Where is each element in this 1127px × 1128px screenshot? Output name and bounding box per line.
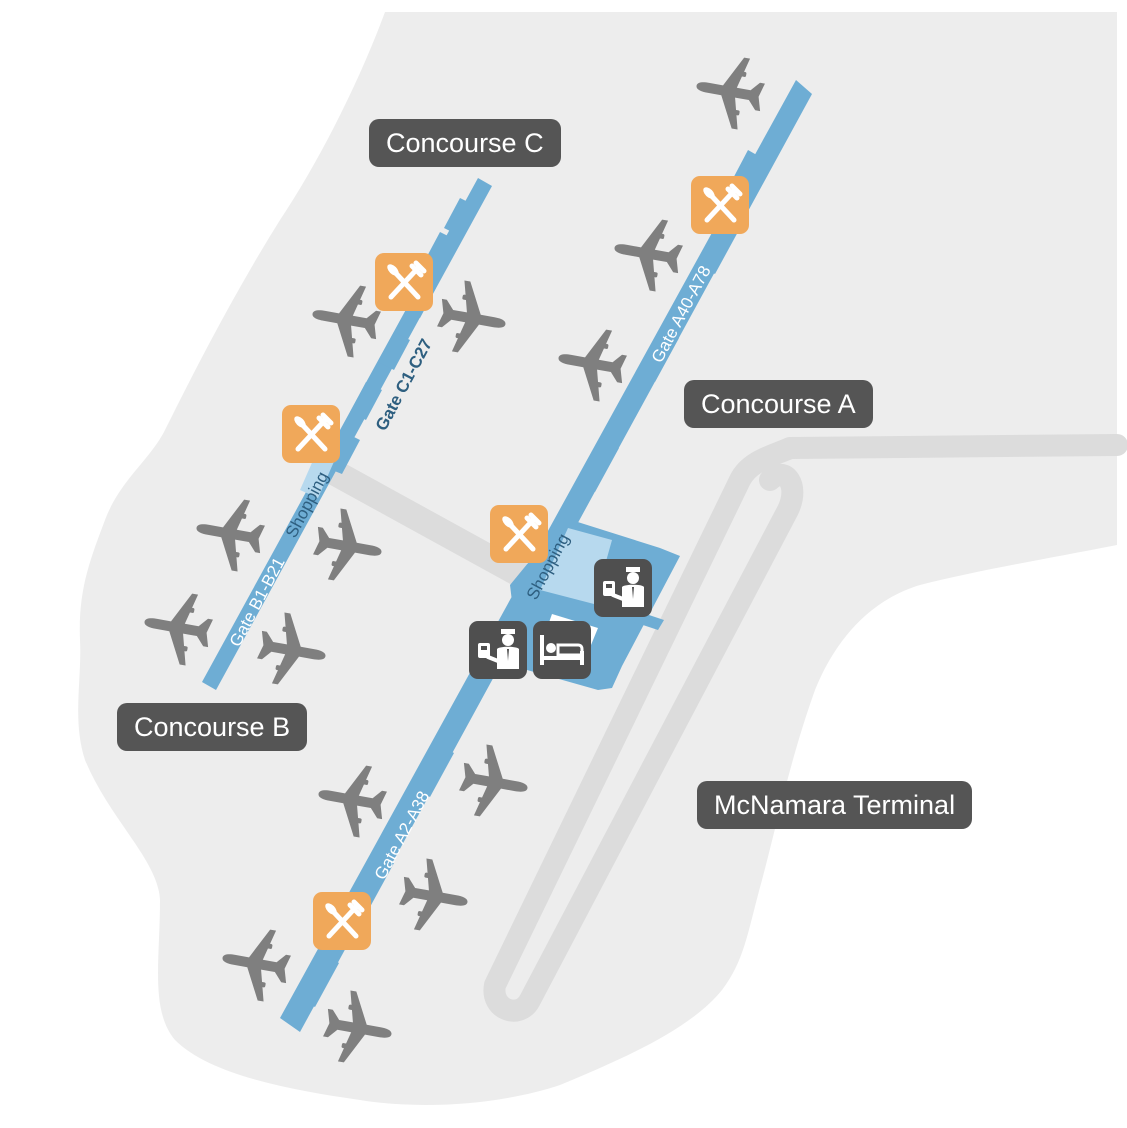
concourse-b-label[interactable]: Concourse B — [117, 703, 308, 751]
dining-icon[interactable] — [691, 176, 749, 234]
mcnamara-terminal-label[interactable]: McNamara Terminal — [697, 781, 973, 829]
customs-officer-icon[interactable] — [469, 621, 527, 679]
hotel-bed-icon[interactable] — [533, 621, 591, 679]
customs-officer-icon[interactable] — [594, 559, 652, 617]
dining-icon[interactable] — [282, 405, 340, 463]
dining-icon[interactable] — [313, 892, 371, 950]
concourse-a-label[interactable]: Concourse A — [684, 380, 873, 428]
dining-icon[interactable] — [375, 253, 433, 311]
service-road — [483, 434, 1127, 1022]
concourse-c-label[interactable]: Concourse C — [369, 119, 561, 167]
dining-icon[interactable] — [490, 505, 548, 563]
